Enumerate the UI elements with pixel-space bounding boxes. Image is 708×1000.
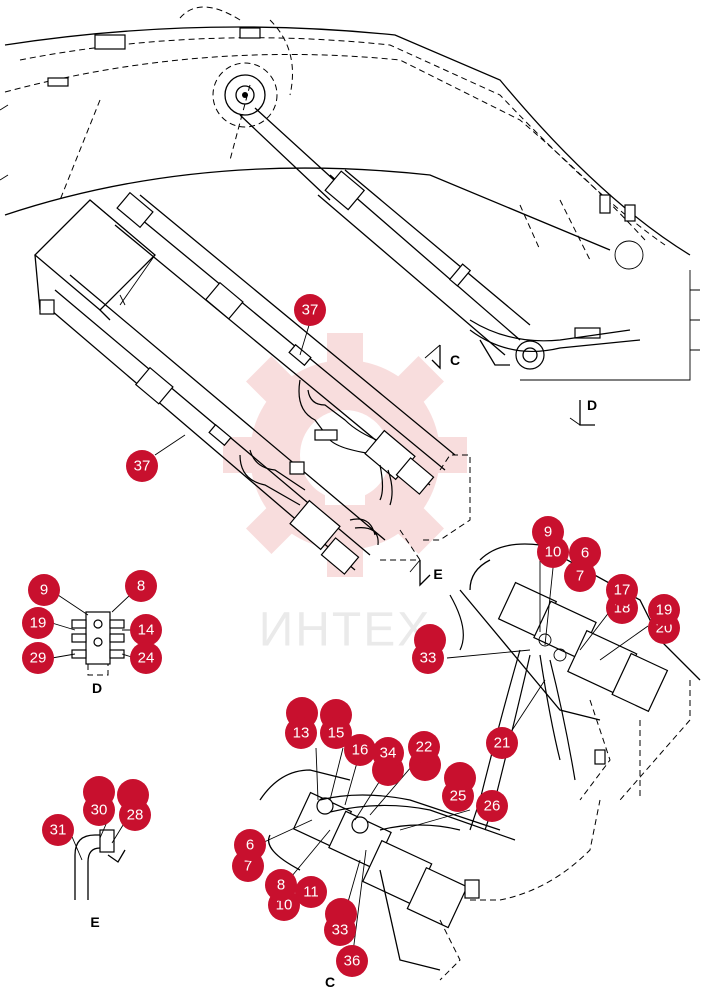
view-label-c-top: C xyxy=(450,352,460,368)
callout-d-8: 8 xyxy=(125,570,157,602)
view-label-d-top: D xyxy=(587,397,597,413)
callout-e-28: 28 xyxy=(119,799,151,831)
callout-d-14: 14 xyxy=(130,614,162,646)
callout-d-9: 9 xyxy=(28,574,60,606)
svg-text:7: 7 xyxy=(244,858,252,875)
callout-b-25: 25 xyxy=(442,780,474,812)
svg-text:13: 13 xyxy=(293,725,310,742)
svg-text:8: 8 xyxy=(137,578,145,595)
callout-d-19: 19 xyxy=(22,607,54,639)
svg-text:16: 16 xyxy=(352,742,369,759)
watermark-text: ИНТЕХ xyxy=(259,604,432,657)
callout-b-33: 33 xyxy=(324,914,356,946)
watermark-gear-logo xyxy=(223,333,467,577)
svg-text:30: 30 xyxy=(91,802,108,819)
svg-text:25: 25 xyxy=(450,788,467,805)
callout-37-top: 37 xyxy=(294,294,326,326)
callout-b-36: 36 xyxy=(336,945,368,977)
callouts: 37 37 9 8 19 14 29 24 30 28 31 9 10 7 6 … xyxy=(22,294,680,977)
callout-r-33: 33 xyxy=(412,642,444,674)
callout-b-15: 15 xyxy=(320,717,352,749)
valve-assembly-bottom xyxy=(259,769,601,981)
callout-b-34: 34 xyxy=(372,737,404,769)
callout-d-29: 29 xyxy=(22,642,54,674)
svg-text:19: 19 xyxy=(656,602,673,619)
view-label-e-top: E xyxy=(433,566,442,582)
boom-outline xyxy=(0,6,700,381)
svg-text:34: 34 xyxy=(380,745,397,762)
svg-text:11: 11 xyxy=(303,884,319,901)
svg-text:9: 9 xyxy=(40,582,48,599)
detail-d: D xyxy=(71,611,125,696)
svg-text:22: 22 xyxy=(416,739,433,756)
view-label-e-detail: E xyxy=(90,914,99,930)
svg-text:15: 15 xyxy=(328,725,345,742)
callout-r-19: 19 xyxy=(648,594,680,626)
valve-assembly-right xyxy=(449,543,701,831)
callout-b-11: 11 xyxy=(295,876,327,908)
svg-text:37: 37 xyxy=(302,302,319,319)
svg-text:36: 36 xyxy=(344,953,361,970)
svg-text:33: 33 xyxy=(420,650,437,667)
svg-text:10: 10 xyxy=(545,544,562,561)
svg-text:9: 9 xyxy=(544,524,552,541)
callout-r-10: 10 xyxy=(537,536,569,568)
svg-text:19: 19 xyxy=(30,615,47,632)
callout-b-26: 26 xyxy=(476,790,508,822)
svg-text:24: 24 xyxy=(138,650,155,667)
twin-cylinders xyxy=(34,191,471,575)
svg-text:31: 31 xyxy=(50,822,67,839)
detail-e: E xyxy=(74,829,126,930)
svg-text:21: 21 xyxy=(494,735,511,752)
callout-e-31: 31 xyxy=(42,814,74,846)
callout-e-30: 30 xyxy=(83,794,115,826)
boom-cylinder xyxy=(212,62,641,370)
svg-text:29: 29 xyxy=(30,650,47,667)
svg-text:6: 6 xyxy=(246,837,254,854)
svg-text:17: 17 xyxy=(614,582,631,599)
svg-text:28: 28 xyxy=(127,807,144,824)
view-label-c-bottom: C xyxy=(325,974,335,990)
view-label-d-detail: D xyxy=(92,680,102,696)
section-marker-e-top: E xyxy=(409,559,443,587)
svg-text:37: 37 xyxy=(134,458,151,475)
callout-b-16: 16 xyxy=(344,734,376,766)
svg-text:8: 8 xyxy=(277,877,285,894)
callout-r-21: 21 xyxy=(486,727,518,759)
callout-37-left: 37 xyxy=(126,450,158,482)
svg-text:26: 26 xyxy=(484,798,501,815)
svg-text:7: 7 xyxy=(576,568,584,585)
svg-text:33: 33 xyxy=(332,922,349,939)
callout-b-22: 22 xyxy=(408,731,440,763)
callout-d-24: 24 xyxy=(130,642,162,674)
callout-b-13: 13 xyxy=(285,717,317,749)
watermark: ИНТЕХ xyxy=(223,333,467,657)
section-marker-d-top: D xyxy=(569,397,597,426)
section-marker-c-top: C xyxy=(424,344,460,370)
callout-b-8: 8 xyxy=(265,869,297,901)
callout-r-17: 17 xyxy=(606,574,638,606)
svg-text:6: 6 xyxy=(581,545,589,562)
callout-r-6: 6 xyxy=(569,537,601,569)
svg-text:14: 14 xyxy=(138,622,155,639)
callout-b-6: 6 xyxy=(234,829,266,861)
